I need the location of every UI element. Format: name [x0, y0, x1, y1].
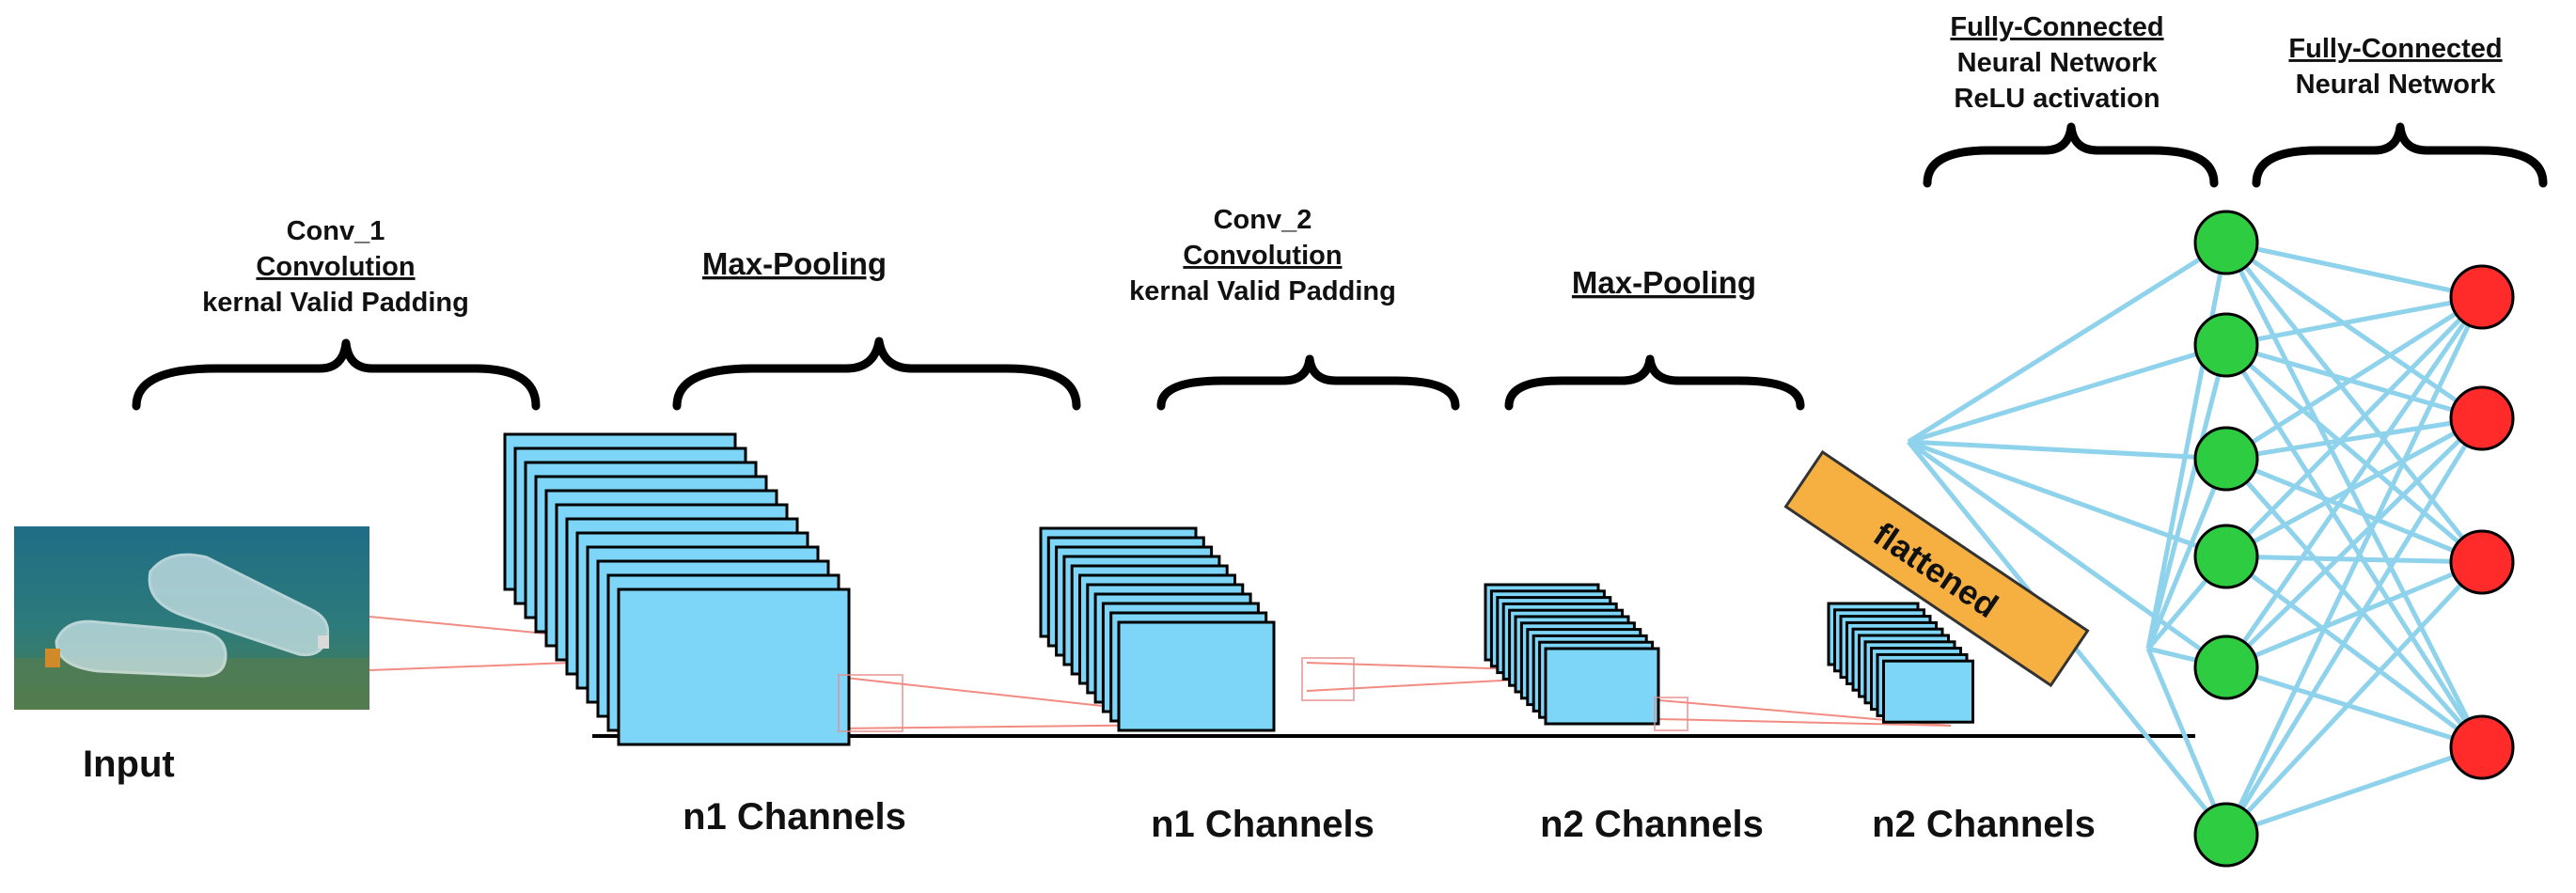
input-label: Input: [83, 744, 175, 785]
connection-line: [2225, 665, 2483, 750]
connection-line: [1908, 439, 2227, 462]
feature-map-stack-pool2: [1827, 602, 1974, 724]
connection-line: [2223, 295, 2485, 669]
connection-line: [2223, 343, 2485, 749]
connection-line: [2224, 343, 2484, 564]
connection-line: [2145, 242, 2229, 650]
brace-conv1: [132, 338, 541, 411]
channel-label-2: n1 Channels: [1151, 804, 1374, 845]
receptive-field-boxes: [838, 657, 1689, 732]
connection-line: [2224, 457, 2484, 749]
connection-line: [2225, 554, 2483, 565]
svg-text:Convolution: Convolution: [1183, 241, 1342, 271]
output-node: [2449, 529, 2515, 595]
connection-line: [2225, 294, 2483, 348]
stage-label-fc1: Fully-Connected Neural Network ReLU acti…: [1950, 12, 2163, 114]
svg-text:kernal Valid Padding: kernal Valid Padding: [1129, 276, 1396, 306]
connection-line: [2224, 294, 2484, 462]
hidden-node: [2193, 312, 2259, 378]
connection-line: [2223, 416, 2485, 837]
connection-line: [2145, 458, 2229, 650]
channel-label-3: n2 Channels: [1540, 804, 1764, 845]
stage-label-conv2: Conv_2 Convolution kernal Valid Padding: [1129, 205, 1396, 306]
fully-connected-links: [1907, 240, 2485, 838]
connection-line: [2224, 554, 2484, 750]
feature-map-stack-pool1: [1039, 526, 1276, 732]
stage-label-pool2: Max-Pooling: [1572, 265, 1756, 300]
svg-text:Conv_1: Conv_1: [287, 216, 385, 246]
output-node: [2449, 264, 2515, 330]
svg-text:Convolution: Convolution: [256, 252, 415, 282]
svg-text:kernal Valid Padding: kernal Valid Padding: [202, 288, 469, 318]
connection-line: [2225, 415, 2483, 462]
stage-label-conv1: Conv_1 Convolution kernal Valid Padding: [202, 216, 469, 318]
connection-line: [1907, 439, 2228, 670]
output-node: [2449, 714, 2515, 780]
svg-text:Conv_2: Conv_2: [1214, 205, 1312, 235]
channel-label-1: n1 Channels: [683, 796, 906, 838]
input-image: [14, 526, 369, 710]
feature-map-stack-conv1: [503, 432, 851, 746]
connection-line: [1908, 439, 2227, 559]
connection-line: [2145, 648, 2229, 836]
connection-line: [2224, 295, 2484, 558]
connection-line: [1907, 240, 2228, 445]
feature-map: [617, 588, 851, 746]
connection-line: [2224, 416, 2484, 669]
brace-pool2: [1504, 354, 1805, 411]
feature-map-stack-conv2: [1484, 583, 1660, 726]
hidden-node: [2193, 634, 2259, 700]
feature-map: [1117, 620, 1276, 732]
svg-text:ReLU activation: ReLU activation: [1954, 84, 2160, 114]
connection-line: [2225, 240, 2483, 300]
svg-text:Max-Pooling: Max-Pooling: [1572, 265, 1756, 300]
hidden-node: [2193, 426, 2259, 492]
connection-line: [2145, 344, 2229, 650]
hidden-node: [2193, 802, 2259, 868]
brace-conv2: [1156, 354, 1460, 411]
connection-line: [2223, 241, 2485, 749]
svg-text:Fully-Connected: Fully-Connected: [1950, 12, 2163, 42]
hidden-node: [2193, 210, 2259, 275]
channel-label-4: n2 Channels: [1872, 804, 2096, 845]
connection-line: [2225, 342, 2483, 421]
brace-fc1: [1923, 122, 2219, 188]
connection-line: [2223, 295, 2485, 837]
network-nodes: [2193, 210, 2515, 868]
connection-line: [2224, 560, 2484, 837]
connection-line: [2224, 415, 2484, 559]
brace-fc2: [2252, 122, 2548, 188]
connection-line: [2224, 241, 2484, 564]
brace-pool1: [672, 337, 1081, 411]
output-node: [2449, 385, 2515, 451]
hidden-node: [2193, 524, 2259, 589]
stage-label-pool1: Max-Pooling: [702, 246, 887, 281]
connection-line: [1908, 342, 2227, 445]
feature-map: [1544, 647, 1660, 726]
feature-map: [1882, 659, 1974, 724]
svg-text:Neural Network: Neural Network: [2296, 70, 2497, 100]
stage-label-fc2: Fully-Connected Neural Network: [2288, 34, 2502, 100]
connection-line: [2225, 559, 2483, 670]
svg-text:Neural Network: Neural Network: [1957, 48, 2159, 78]
connection-line: [2225, 456, 2483, 565]
connection-line: [2225, 744, 2483, 838]
svg-text:Max-Pooling: Max-Pooling: [702, 246, 887, 281]
svg-text:Fully-Connected: Fully-Connected: [2288, 34, 2502, 64]
